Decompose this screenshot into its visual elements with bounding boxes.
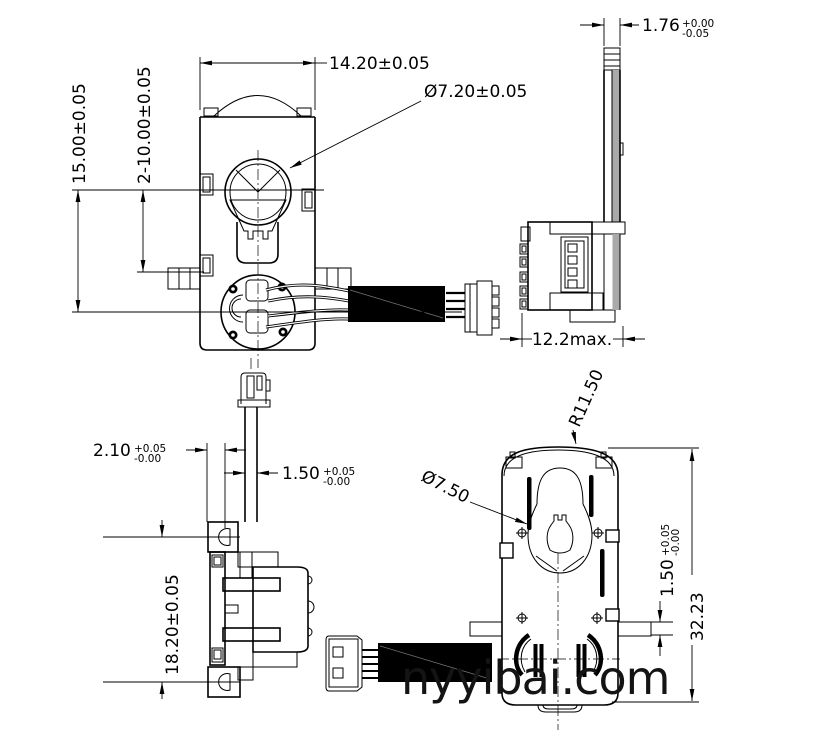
side-view-top — [519, 47, 626, 323]
rear-terminals — [513, 633, 604, 677]
dim-shaft-plate-value: 1.50 — [282, 464, 320, 484]
dim-shaft-width-toldn: -0.05 — [682, 28, 709, 40]
rear-bottom-tab — [537, 704, 583, 713]
side-body — [527, 221, 593, 311]
output-hub — [229, 199, 287, 240]
dim-shaft-plate-tolup: +0.05 — [323, 466, 355, 478]
side-view-bottom — [103, 358, 315, 698]
side-connector-detail — [560, 236, 589, 293]
dim-flange-value: 1.50 — [658, 559, 678, 597]
dim-tab-offset-tolup: +0.05 — [134, 443, 166, 455]
dim-mount-pitch-text: 2-10.00±0.05 — [135, 66, 155, 184]
dim-body-depth-text: 12.2max. — [532, 330, 612, 350]
watermark: nyyibai.com — [401, 651, 670, 705]
dim-front-hole-text: Ø7.20±0.05 — [424, 82, 527, 102]
dim-shaft-width-tolup: +0.00 — [682, 18, 714, 30]
dim-body-radius-text: R11.50 — [565, 367, 608, 430]
front-top-arc — [213, 95, 302, 117]
side-crimps — [519, 226, 531, 310]
dim-body-radius: R11.50 — [565, 367, 608, 445]
dim-shaft-width: 1.76 +0.00 -0.05 — [580, 16, 714, 46]
dim-flange-thickness: 1.50 +0.05 -0.00 — [651, 524, 682, 656]
dim-tab-offset-toldn: -0.00 — [134, 453, 161, 465]
dim-shaft-width-value: 1.76 — [642, 16, 680, 36]
dim-mount-height: 15.00±0.05 — [70, 83, 90, 312]
front-body — [199, 117, 316, 351]
dim-front-hole: Ø7.20±0.05 — [289, 82, 527, 169]
dim-shaft-plate-toldn: -0.00 — [323, 476, 350, 488]
dim-mount-span-text: 18.20±0.05 — [163, 574, 183, 675]
front-view — [72, 95, 500, 368]
rear-wing-right — [617, 621, 652, 637]
dim-mount-span: 18.20±0.05 — [159, 520, 183, 699]
screw-holes — [516, 527, 604, 624]
gearbox-side — [209, 551, 315, 668]
connector-front — [464, 283, 478, 333]
dim-shaft-plate: 1.50 +0.05 -0.00 — [224, 464, 355, 488]
dim-mount-pitch: 2-10.00±0.05 — [135, 66, 204, 273]
dim-mount-height-text: 15.00±0.05 — [70, 83, 90, 184]
front-cable-assembly — [265, 280, 500, 336]
dim-flange-toldn: -0.00 — [670, 529, 682, 556]
dim-rear-hole-text: Ø7.50 — [418, 467, 473, 508]
shaft-tip — [603, 47, 621, 71]
rotor-window — [527, 467, 593, 574]
dim-rear-hole: Ø7.50 — [418, 467, 528, 525]
rear-cable-assembly — [325, 635, 492, 692]
dim-front-width: 14.20±0.05 — [199, 54, 430, 110]
dim-tab-offset-value: 2.10 — [93, 441, 131, 461]
dim-flange-tolup: +0.05 — [660, 524, 672, 556]
dim-body-depth: 12.2max. — [500, 313, 645, 350]
front-side-tabs — [199, 173, 316, 277]
rear-body — [501, 446, 619, 706]
bottom-connector-top — [237, 358, 271, 408]
dim-overall-height: 32.23 — [608, 447, 708, 703]
dim-front-width-text: 14.20±0.05 — [329, 54, 430, 74]
dim-tab-offset: 2.10 +0.05 -0.00 — [93, 441, 246, 528]
rear-wing-left — [469, 621, 503, 637]
front-neck — [236, 222, 279, 264]
dim-overall-height-text: 32.23 — [688, 592, 708, 641]
rear-view — [325, 446, 652, 730]
